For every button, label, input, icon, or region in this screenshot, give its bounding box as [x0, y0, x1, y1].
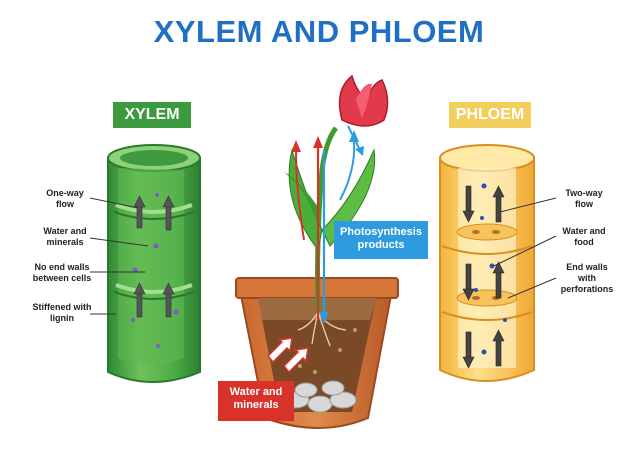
- xylem-vessel: [107, 144, 201, 383]
- label-line: flow: [56, 199, 74, 209]
- box-line: products: [357, 239, 405, 251]
- label-line: with: [578, 273, 596, 283]
- page-title: XYLEM AND PHLOEM: [153, 14, 485, 49]
- phloem-label-two-way-flow: Two-way flow: [548, 188, 620, 210]
- label-line: minerals: [46, 237, 84, 247]
- phloem-label-end-walls: End walls with perforations: [548, 262, 626, 295]
- box-line: minerals: [233, 399, 279, 411]
- xylem-label-one-way-flow: One-way flow: [30, 188, 100, 210]
- label-line: food: [574, 237, 594, 247]
- label-line: Two-way: [565, 188, 603, 198]
- label-line: between cells: [32, 273, 92, 283]
- label-line: End walls: [566, 262, 608, 272]
- box-line: Water and: [229, 386, 283, 398]
- xylem-label-stiffened-lignin: Stiffened with lignin: [24, 302, 100, 324]
- phloem-vessel: [439, 144, 535, 382]
- label-line: Water and: [562, 226, 606, 236]
- phloem-heading: PHLOEM: [449, 102, 531, 128]
- box-line: Photosynthesis: [340, 226, 422, 238]
- xylem-label-water-minerals: Water and minerals: [30, 226, 100, 248]
- label-line: lignin: [50, 313, 74, 323]
- label-line: perforations: [560, 284, 614, 294]
- water-minerals-box: Water and minerals: [218, 381, 294, 421]
- phloem-label-water-food: Water and food: [548, 226, 620, 248]
- label-line: No end walls: [34, 262, 90, 272]
- label-line: One-way: [46, 188, 84, 198]
- xylem-label-no-end-walls: No end walls between cells: [24, 262, 100, 284]
- label-line: flow: [575, 199, 593, 209]
- label-line: Stiffened with: [32, 302, 92, 312]
- xylem-heading: XYLEM: [113, 102, 191, 128]
- label-line: Water and: [43, 226, 87, 236]
- photosynthesis-products-box: Photosynthesis products: [334, 221, 428, 259]
